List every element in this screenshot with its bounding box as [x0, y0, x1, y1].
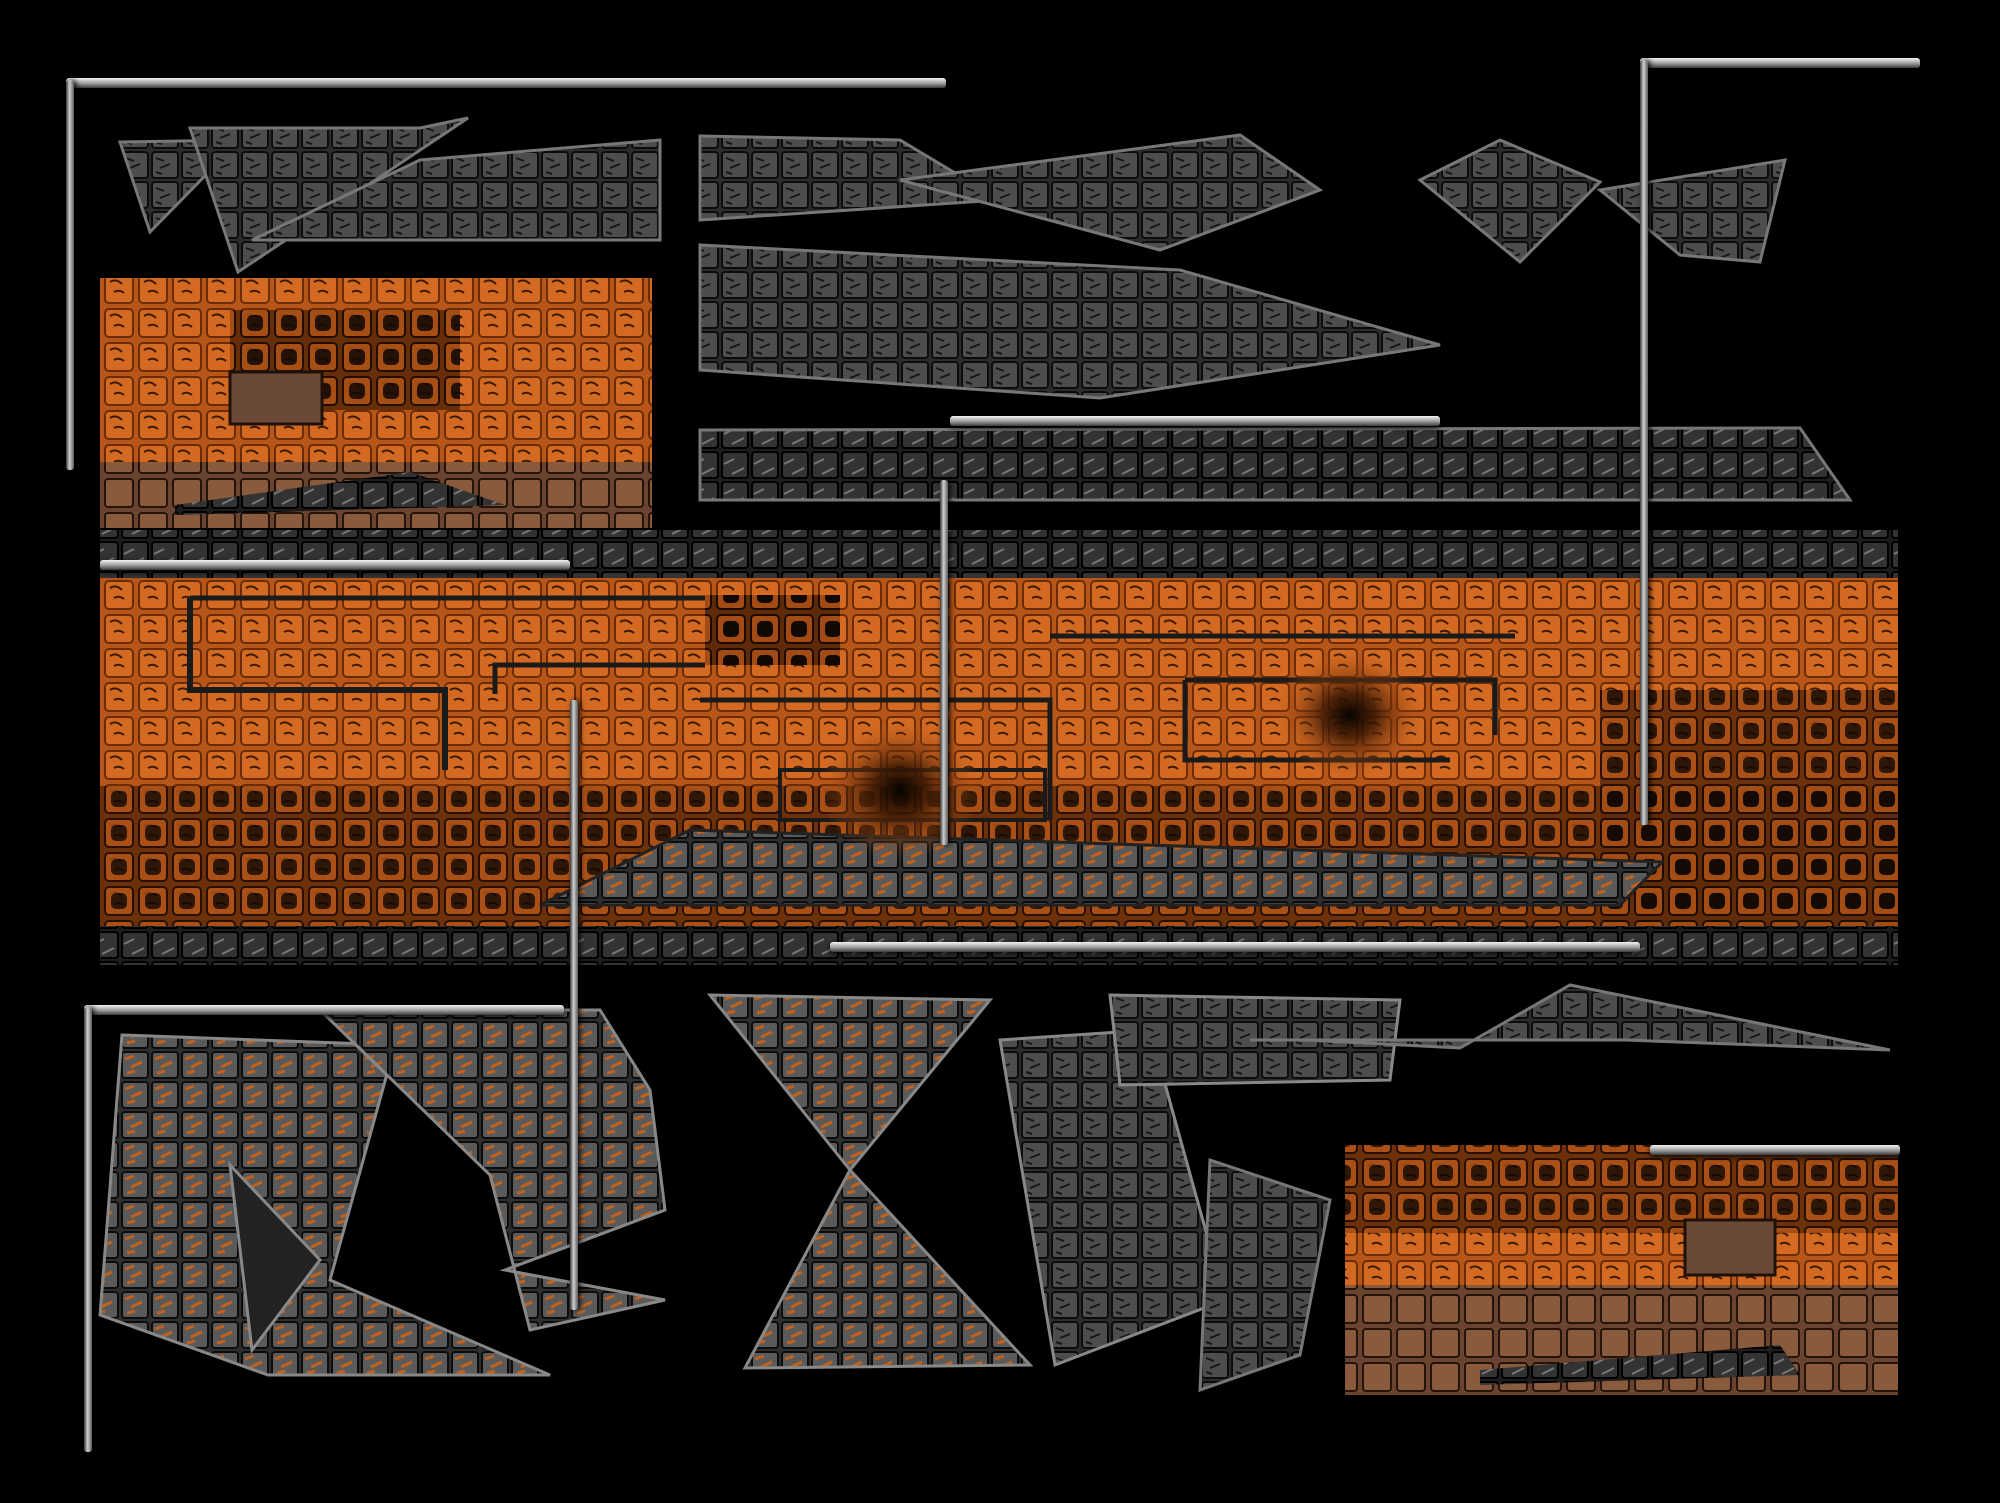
bottom-right-shard-cluster: [1198, 983, 1891, 1393]
bottom-right-facade-panel: [1345, 1145, 1898, 1395]
bottom-left-shard-cluster: [98, 1008, 667, 1377]
central-facade-band: [100, 530, 1898, 965]
top-left-facade-panel: [100, 278, 652, 528]
bottom-center-hourglass: [706, 993, 1402, 1370]
